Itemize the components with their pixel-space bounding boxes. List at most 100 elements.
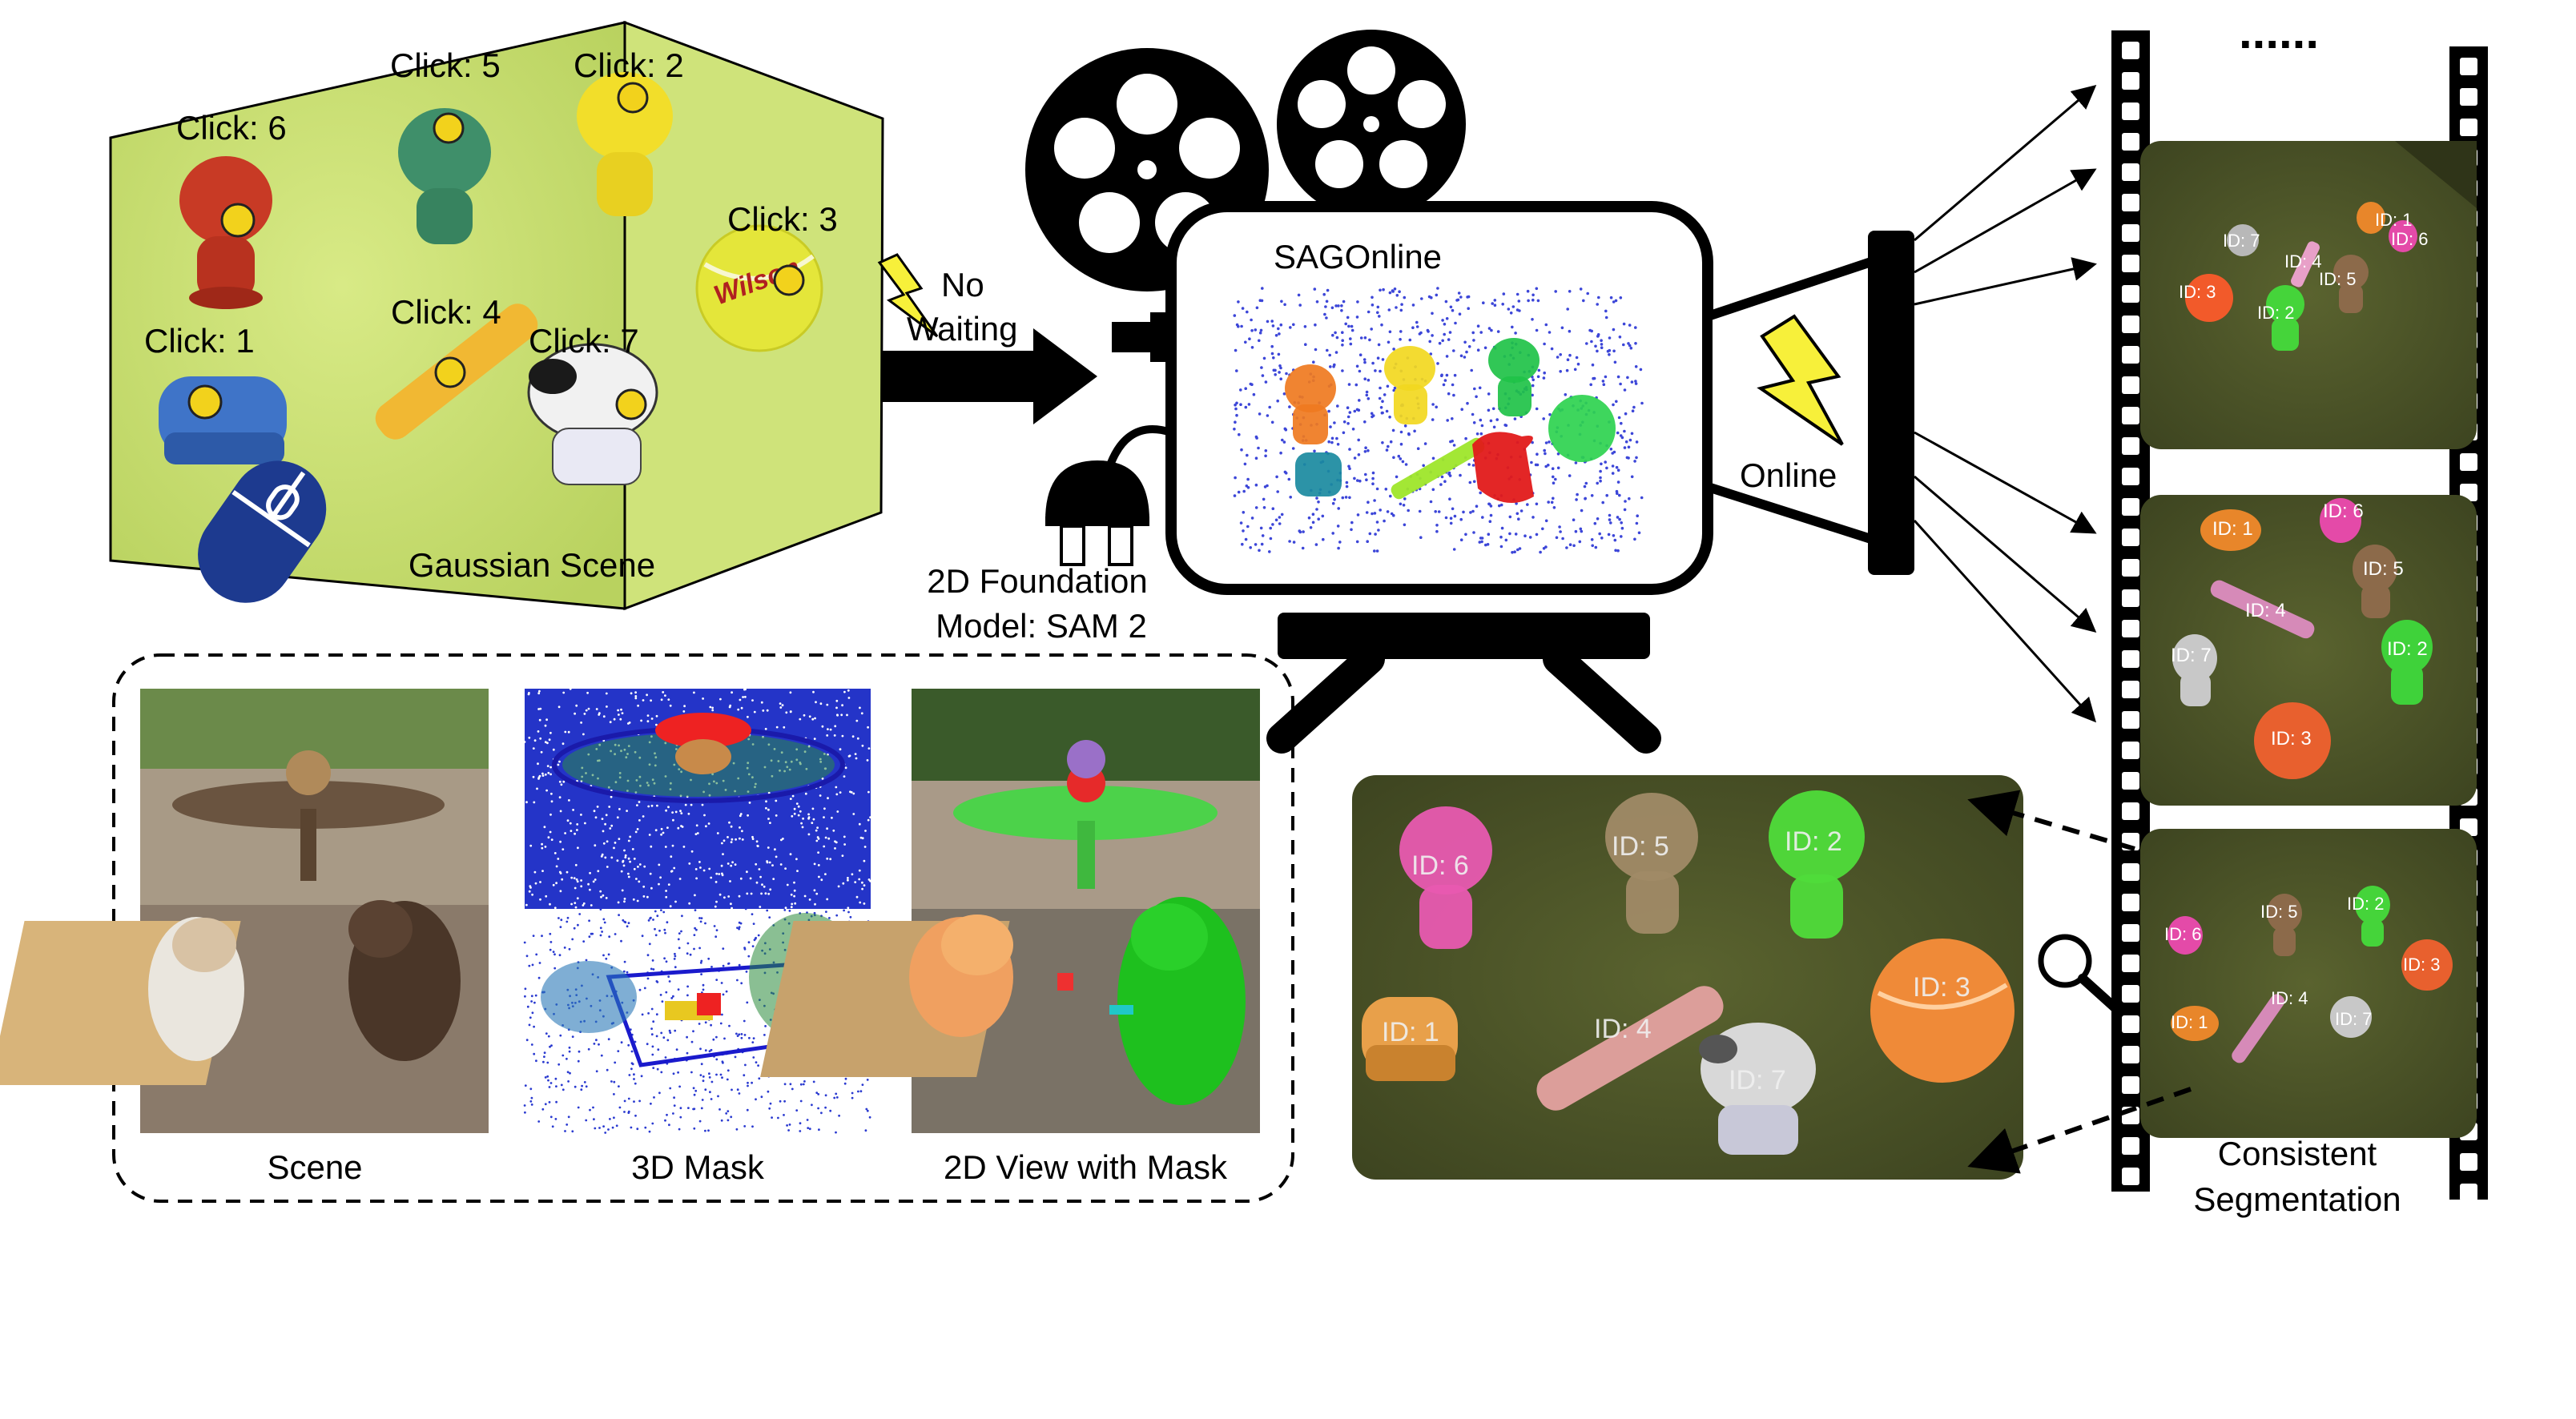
mask-noise-dot <box>722 993 725 996</box>
mask-noise-dot <box>866 1109 869 1112</box>
mask-noise-dot <box>679 1107 682 1110</box>
mask-noise-dot <box>789 1083 792 1086</box>
point-cloud-dot <box>1459 538 1463 541</box>
mask-noise-dot <box>745 971 748 973</box>
toy-yellow-figure <box>577 72 673 216</box>
point-cloud-dot <box>1292 323 1295 327</box>
mask-noise-dot <box>531 893 533 896</box>
mask-noise-dot <box>799 1130 802 1132</box>
point-cloud-dot <box>1402 504 1406 507</box>
click-label-6: Click: 6 <box>176 109 287 147</box>
mask-noise-dot <box>823 807 826 810</box>
mask-noise-dot <box>711 709 714 712</box>
mask-noise-dot <box>606 1068 609 1071</box>
point-cloud-dot <box>1249 546 1252 549</box>
mask-noise-dot <box>652 919 654 921</box>
point-cloud-dot <box>1355 316 1359 319</box>
mask-noise-dot <box>698 917 701 919</box>
point-cloud-dot <box>1242 489 1246 493</box>
point-cloud-dot <box>1268 405 1271 409</box>
mask-noise-dot <box>537 708 540 710</box>
point-cloud-dot <box>1297 293 1301 297</box>
mask-noise-dot <box>693 947 695 951</box>
point-cloud-dot <box>1245 484 1249 488</box>
mask-noise-dot <box>655 1013 658 1016</box>
film-perforation <box>2460 1153 2477 1171</box>
point-cloud-dot <box>1487 392 1491 396</box>
mask-noise-dot <box>838 1114 840 1117</box>
point-cloud-dot <box>1479 418 1483 422</box>
point-cloud-dot <box>1388 416 1391 419</box>
point-cloud-dot <box>1264 454 1267 458</box>
mask-noise-dot <box>734 1055 737 1059</box>
mask-noise-dot <box>541 772 544 775</box>
point-cloud-dot <box>1387 340 1391 344</box>
mask-noise-dot <box>583 713 586 715</box>
mask-noise-dot <box>779 863 783 866</box>
mask-noise-dot <box>841 854 844 857</box>
mask-noise-dot <box>690 803 693 806</box>
mask-noise-dot <box>803 1080 806 1083</box>
point-cloud-dot <box>1371 471 1375 475</box>
point-cloud-dot <box>1608 336 1612 340</box>
mask-noise-dot <box>848 754 851 758</box>
point-cloud-dot <box>1473 387 1476 391</box>
mask-noise-dot <box>537 1120 541 1123</box>
point-cloud-dot <box>1472 421 1476 424</box>
point-cloud-dot <box>1336 443 1340 446</box>
point-cloud-dot <box>1554 477 1557 481</box>
mask-noise-dot <box>650 1027 653 1030</box>
mask-noise-dot <box>638 819 641 822</box>
point-cloud-dot <box>1378 315 1381 318</box>
point-cloud-dot <box>1336 404 1339 408</box>
mask-noise-dot <box>729 880 731 882</box>
mask-noise-dot <box>640 719 642 722</box>
mask-noise-dot <box>582 733 585 736</box>
mask-noise-dot <box>670 997 674 999</box>
mask-noise-dot <box>562 691 566 694</box>
mask-noise-dot <box>577 923 579 927</box>
mask-noise-dot <box>730 902 732 906</box>
point-cloud-dot <box>1371 414 1375 417</box>
mask-noise-dot <box>538 689 541 693</box>
film-perforation <box>2122 529 2139 546</box>
mask-noise-dot <box>752 923 755 925</box>
mask-noise-dot <box>577 1059 580 1063</box>
point-cloud-dot <box>1355 540 1359 544</box>
mask-noise-dot <box>671 811 674 814</box>
mask-noise-dot <box>666 921 669 924</box>
mask-noise-dot <box>528 964 531 967</box>
point-cloud-dot <box>1261 374 1265 377</box>
mask-noise-dot <box>842 882 845 885</box>
mask-noise-dot <box>675 1048 678 1051</box>
mask-noise-dot <box>710 966 713 968</box>
more-frames-dots: ...... <box>2239 5 2319 58</box>
point-cloud-dot <box>1393 287 1397 291</box>
mask-noise-dot <box>667 698 670 701</box>
point-cloud-dot <box>1233 428 1236 431</box>
point-cloud-dot <box>1600 462 1603 466</box>
mask-noise-dot <box>627 839 630 842</box>
mask-noise-dot <box>775 726 779 729</box>
point-cloud-dot <box>1278 332 1281 336</box>
point-cloud-dot <box>1261 534 1265 537</box>
point-cloud-dot <box>1578 540 1582 544</box>
mask-noise-dot <box>643 865 646 868</box>
mask-noise-dot <box>851 873 854 876</box>
point-cloud-dot <box>1615 489 1619 493</box>
mask-noise-dot <box>641 935 644 938</box>
point-cloud-dot <box>1239 388 1242 392</box>
mask-noise-dot <box>757 934 760 937</box>
point-cloud-dot <box>1431 418 1435 421</box>
point-cloud-dot <box>1379 386 1382 390</box>
zoomed-frame: ID: 1 ID: 2 ID: 3 ID: 4 ID: 5 ID: 6 ID: … <box>1352 775 2023 1180</box>
mask-noise-dot <box>800 822 803 825</box>
point-cloud-dot <box>1279 323 1283 327</box>
point-cloud-dot <box>1311 521 1315 525</box>
point-cloud-dot <box>1558 525 1561 529</box>
point-cloud-dot <box>1536 299 1540 303</box>
point-cloud-dot <box>1254 506 1258 509</box>
zoom-id-3: ID: 3 <box>1913 972 1970 1003</box>
point-cloud-dot <box>1435 405 1438 409</box>
mask-noise-dot <box>707 822 710 825</box>
